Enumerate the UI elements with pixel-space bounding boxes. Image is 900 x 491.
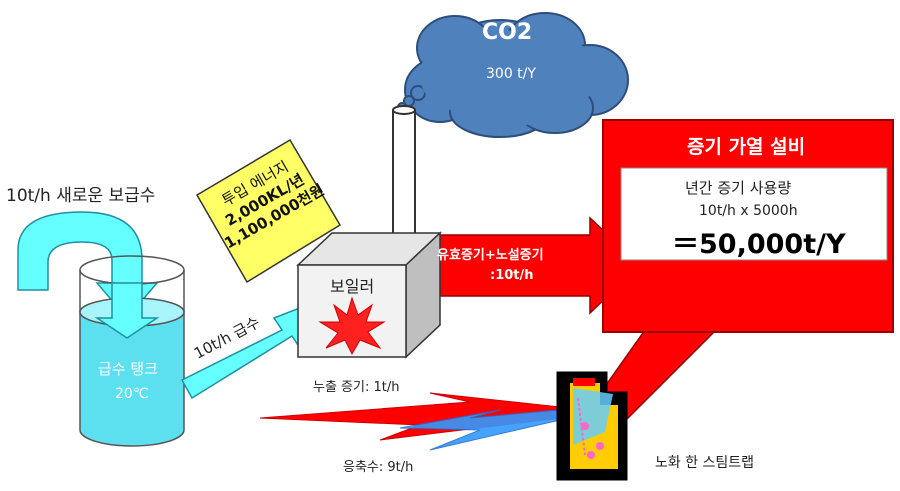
equipment-title: 증기 가열 설비 bbox=[687, 136, 806, 158]
usage-label: 년간 증기 사용량 bbox=[685, 179, 792, 197]
boiler-label: 보일러 bbox=[330, 277, 375, 296]
usage-formula: 10t/h x 5000h bbox=[699, 203, 798, 219]
flame-icon bbox=[318, 296, 386, 356]
tank-temp: 20℃ bbox=[115, 386, 149, 402]
feed-water-label: 10t/h 새로운 보급수 bbox=[6, 186, 156, 206]
chimney bbox=[392, 109, 416, 245]
steam-trap bbox=[556, 371, 628, 481]
trap-label: 노화 한 스팀트랩 bbox=[655, 455, 755, 471]
co2-amount: 300 t/Y bbox=[486, 66, 536, 82]
steam-arrow-line1: 유효증기+노설증기 bbox=[437, 248, 544, 263]
co2-title: CO2 bbox=[482, 20, 533, 45]
usage-panel bbox=[620, 167, 888, 261]
leak-label: 누출 증기: 1t/h bbox=[313, 380, 400, 395]
usage-result: ＝50,000t/Y bbox=[672, 229, 846, 260]
condensate-label: 응축수: 9t/h bbox=[343, 460, 414, 475]
boiler bbox=[296, 231, 442, 359]
energy-note bbox=[195, 138, 342, 284]
condensate-arrow bbox=[399, 409, 561, 451]
tank-name: 급수 탱크 bbox=[98, 360, 158, 378]
steam-arrow-line2: :10t/h bbox=[490, 268, 534, 283]
